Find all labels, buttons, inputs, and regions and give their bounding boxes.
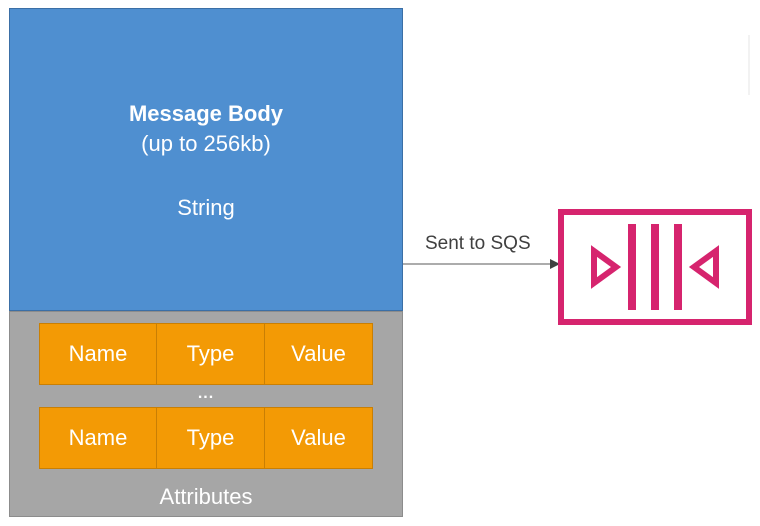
attribute-type-cell: Type (156, 407, 265, 469)
attribute-name-cell: Name (39, 407, 157, 469)
message-body-size: (up to 256kb) (141, 131, 271, 156)
attribute-row: Name Type Value (39, 407, 373, 469)
attribute-type-cell: Type (156, 323, 265, 385)
attributes-box: Name Type Value ... Name Type Value Attr… (9, 311, 403, 517)
arrow-label: Sent to SQS (425, 233, 531, 254)
attribute-value-cell: Value (264, 323, 373, 385)
message-body-title: Message Body (128, 101, 284, 126)
edge-divider (748, 35, 750, 95)
arrow-head (550, 259, 560, 269)
message-body-type: String (177, 195, 235, 220)
attributes-label: Attributes (159, 484, 253, 509)
arrow-to-sqs (403, 259, 560, 269)
attributes-ellipsis: ... (197, 385, 215, 402)
attribute-name-cell: Name (39, 323, 157, 385)
attribute-row: Name Type Value (39, 323, 373, 385)
sqs-queue-icon (558, 209, 752, 325)
attribute-value-cell: Value (264, 407, 373, 469)
message-body-box: Message Body (up to 256kb) String (9, 8, 403, 311)
